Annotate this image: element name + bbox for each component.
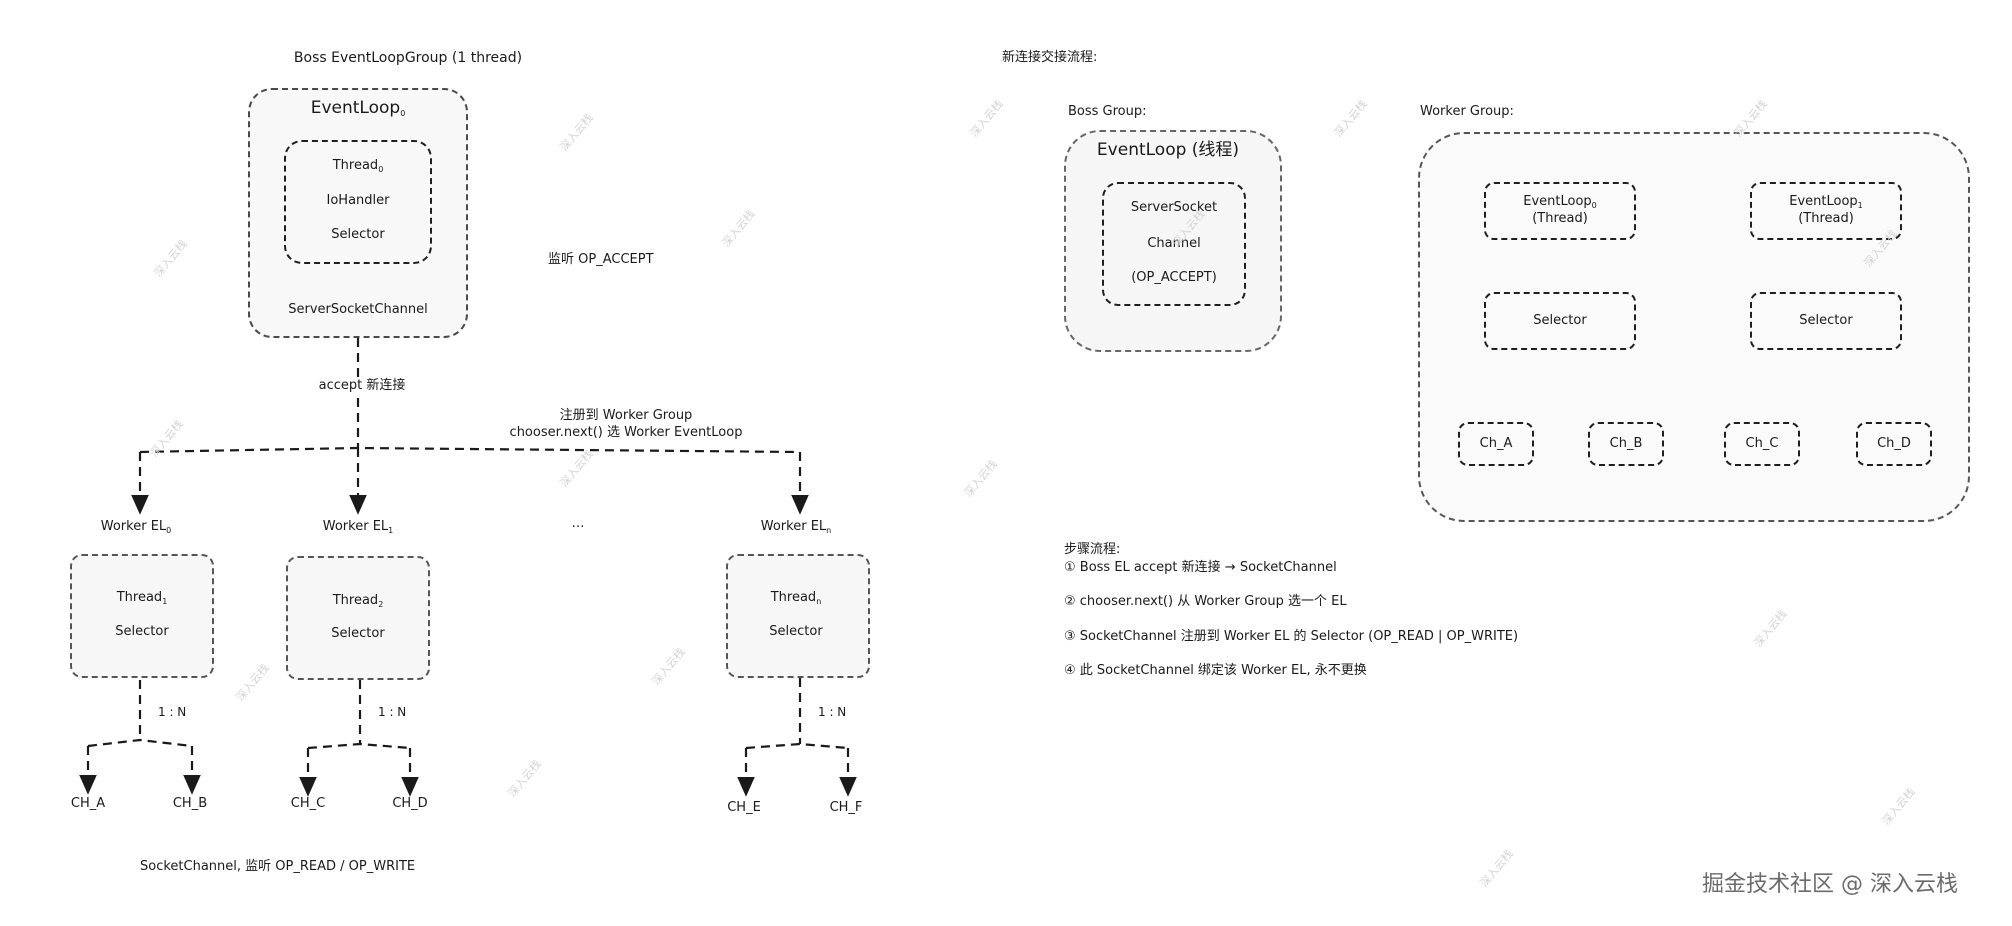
worker-eventloop-1-box: [1750, 182, 1902, 240]
worker-eventloop-1-thread: (Thread): [1798, 211, 1854, 226]
worker-eventloop-0-text: EventLoop: [1523, 194, 1592, 209]
boss-thread-sub: 0: [378, 165, 384, 174]
boss-eventloop-sub: 0: [400, 109, 406, 118]
boss-thread-label: Thread0: [333, 158, 384, 174]
worker-el-n-ratio: 1 : N: [818, 705, 847, 719]
worker-el-1-text: Worker EL: [322, 519, 389, 534]
worker-el-0-box: [70, 554, 214, 678]
ch-a-right-box: [1458, 422, 1534, 466]
register-line-2: chooser.next() 选 Worker EventLoop: [509, 425, 743, 440]
worker-selector-1-label: Selector: [1799, 313, 1853, 328]
worker-eventloop-1-text: EventLoop: [1789, 194, 1858, 209]
worker-el-n-title: Worker ELn: [761, 519, 831, 535]
boss-group-label: Boss Group:: [1068, 104, 1147, 119]
footer-credit: 掘金技术社区 @ 深入云栈: [1702, 872, 1958, 897]
boss-inner-box: [284, 140, 432, 264]
worker-el-0-ratio: 1 : N: [158, 705, 187, 719]
ch-c-right-box: [1724, 422, 1800, 466]
worker-eventloop-0-thread: (Thread): [1532, 211, 1588, 226]
server-socket-line-2: Channel: [1147, 236, 1201, 251]
worker-el-1-box: [286, 556, 430, 680]
workers-ellipsis: …: [571, 516, 585, 531]
boss-group-box: [1064, 130, 1282, 352]
worker-eventloop-0-box: [1484, 182, 1636, 240]
boss-group-title: Boss EventLoopGroup (1 thread): [293, 50, 523, 66]
ch-b-right-label: Ch_B: [1609, 436, 1643, 451]
server-socket-line-1: ServerSocket: [1130, 200, 1218, 215]
worker-el-1-title: Worker EL1: [323, 519, 393, 535]
step-3: ③ SocketChannel 注册到 Worker EL 的 Selector…: [1064, 629, 1519, 644]
worker1-channel-split: [307, 742, 411, 750]
step-1: ① Boss EL accept 新连接 → SocketChannel: [1064, 560, 1337, 575]
worker-el-n-thread: Threadn: [771, 590, 822, 606]
listen-accept-label: 监听 OP_ACCEPT: [548, 252, 654, 267]
worker-el-1-thread: Thread2: [333, 593, 384, 609]
worker-el-0-title: Worker EL0: [101, 519, 171, 535]
worker-el-n-box: [726, 554, 870, 678]
worker-el-n-thread-text: Thread: [770, 590, 817, 605]
ch-d-right-label: Ch_D: [1877, 436, 1911, 451]
ch-a-right-label: Ch_A: [1479, 436, 1513, 451]
worker-el-1-sub: 1: [388, 526, 394, 535]
boss-selector-label: Selector: [331, 227, 385, 242]
worker-el-0-sub: 0: [166, 526, 172, 535]
accept-label: accept 新连接: [316, 378, 408, 394]
worker-eventloop-0-label: EventLoop0: [1523, 194, 1597, 210]
ch-a-label: CH_A: [70, 796, 106, 811]
worker-selector-0-label: Selector: [1533, 313, 1587, 328]
worker-el-0-thread-sub: 1: [162, 597, 168, 606]
server-socket-channel-label: ServerSocketChannel: [288, 302, 428, 317]
server-socket-box: [1102, 182, 1246, 306]
register-line-1: 注册到 Worker Group: [559, 408, 693, 423]
server-socket-line-3: (OP_ACCEPT): [1131, 270, 1217, 285]
worker-el-0-thread-text: Thread: [116, 590, 163, 605]
ch-f-label: CH_F: [829, 800, 863, 815]
worker-el-1-thread-sub: 2: [378, 600, 384, 609]
ch-b-label: CH_B: [172, 796, 208, 811]
worker-el-1-selector: Selector: [331, 626, 385, 641]
worker-el-0-selector: Selector: [115, 624, 169, 639]
worker-el-n-thread-sub: n: [816, 597, 822, 606]
ch-c-label: CH_C: [290, 796, 326, 811]
worker-el-n-selector: Selector: [769, 624, 823, 639]
step-4: ④ 此 SocketChannel 绑定该 Worker EL, 永不更换: [1064, 663, 1367, 678]
step-2: ② chooser.next() 从 Worker Group 选一个 EL: [1064, 594, 1347, 609]
worker-el-0-thread: Thread1: [117, 590, 168, 606]
worker-group-label: Worker Group:: [1420, 104, 1514, 119]
worker-group-box: [1418, 132, 1970, 522]
boss-eventloop-thread-label: EventLoop (线程): [1096, 140, 1240, 160]
boss-eventloop-label: EventLoop0: [311, 98, 406, 118]
split-branch-connector: [139, 446, 801, 454]
boss-eventloop-text: EventLoop: [310, 98, 401, 118]
ch-e-label: CH_E: [727, 800, 761, 815]
ch-d-right-box: [1856, 422, 1932, 466]
worker-el-n-sub: n: [826, 526, 832, 535]
worker0-channel-split: [87, 738, 193, 748]
handoff-heading: 新连接交接流程:: [1002, 50, 1098, 65]
ch-b-right-box: [1588, 422, 1664, 466]
worker-eventloop-1-label: EventLoop1: [1789, 194, 1863, 210]
worker-eventloop-1-sub: 1: [1857, 201, 1863, 210]
ch-c-right-label: Ch_C: [1745, 436, 1779, 451]
worker-el-1-thread-text: Thread: [332, 593, 379, 608]
worker-el-1-ratio: 1 : N: [378, 705, 407, 719]
worker-el-0-text: Worker EL: [100, 519, 167, 534]
steps-title: 步骤流程:: [1064, 542, 1121, 557]
bottom-note: SocketChannel, 监听 OP_READ / OP_WRITE: [140, 859, 416, 874]
worker-eventloop-0-sub: 0: [1591, 201, 1597, 210]
ch-d-label: CH_D: [392, 796, 428, 811]
boss-thread-text: Thread: [332, 158, 379, 173]
boss-iohandler-label: IoHandler: [326, 193, 390, 208]
workern-channel-split: [745, 742, 849, 750]
worker-selector-1-box: [1750, 292, 1902, 350]
worker-selector-0-box: [1484, 292, 1636, 350]
worker-el-n-text: Worker EL: [760, 519, 827, 534]
